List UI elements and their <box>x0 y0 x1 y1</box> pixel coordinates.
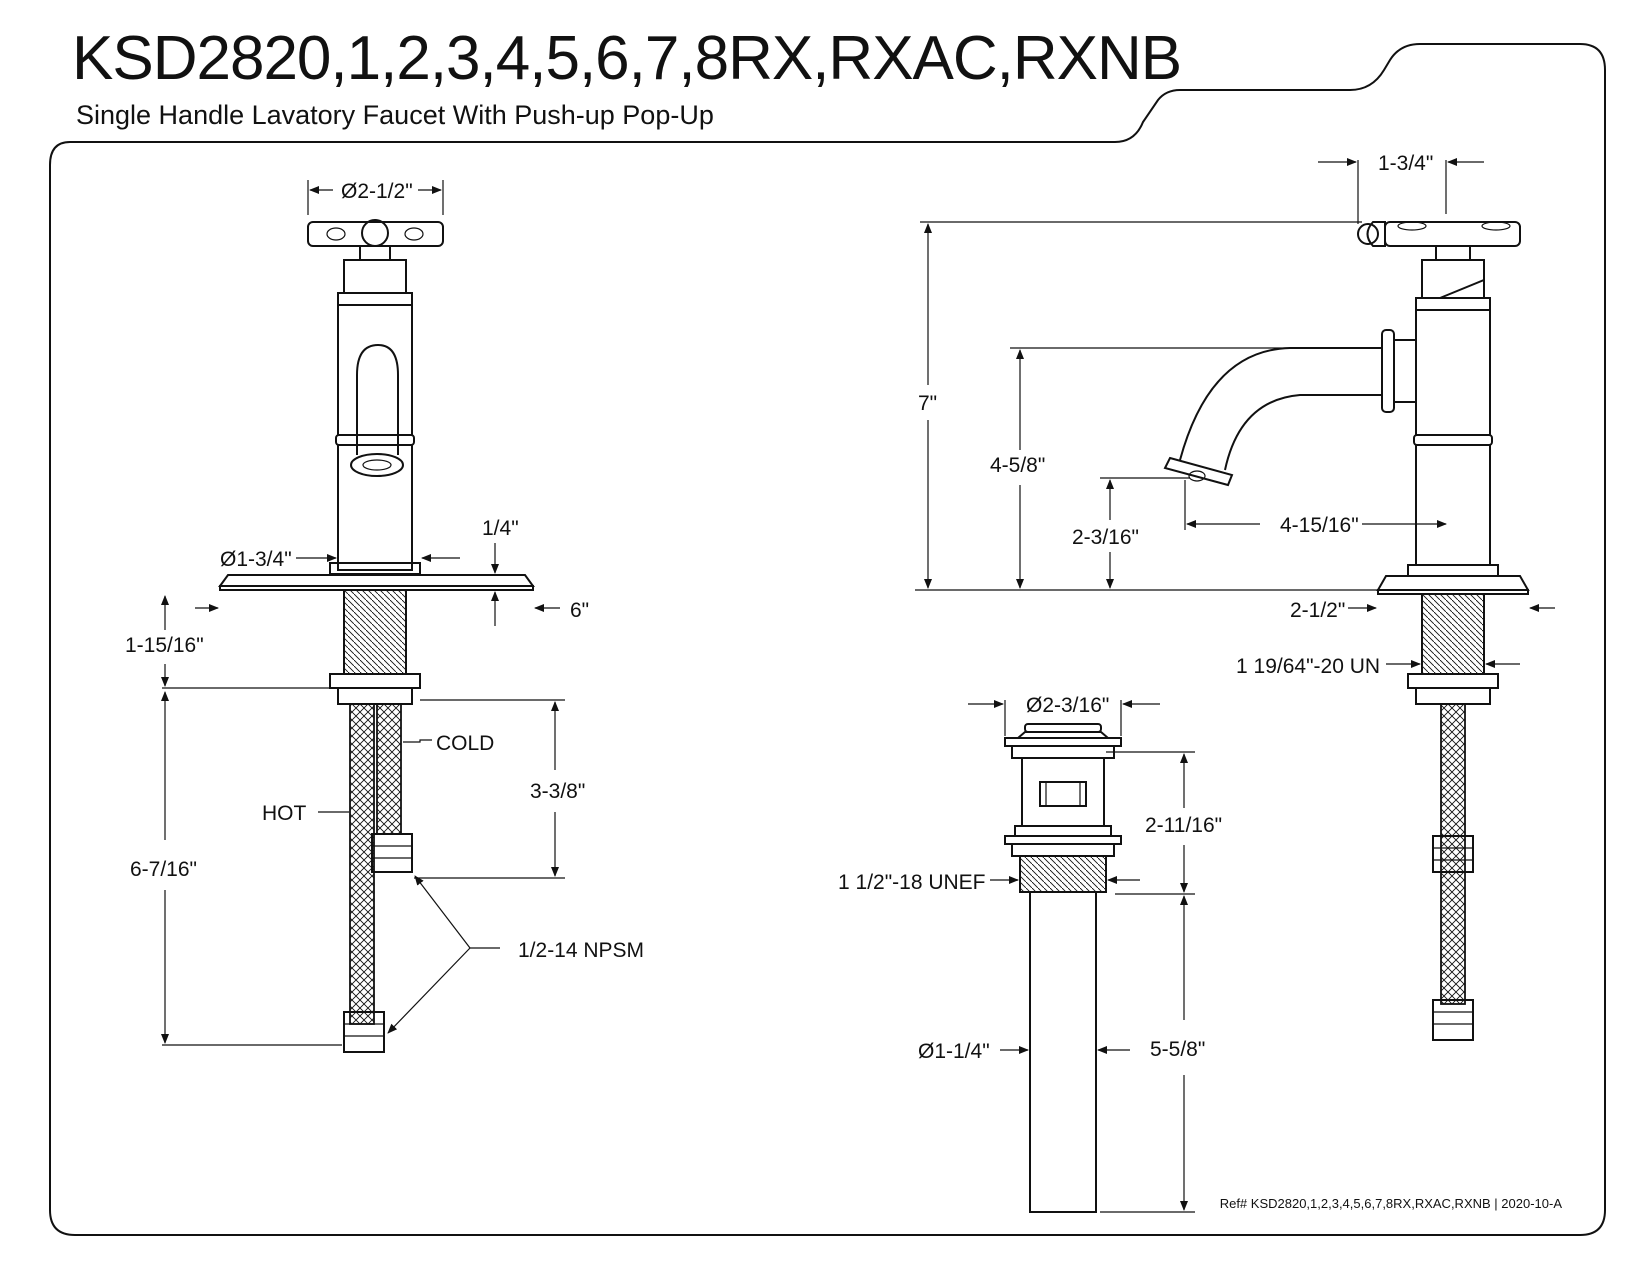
dim-drain-thread: 1 1/2"-18 UNEF <box>838 871 1140 894</box>
side-handle <box>1357 221 1521 261</box>
label-base-diameter: Ø1-3/4" <box>220 548 292 571</box>
label-handle-offset: 1-3/4" <box>1378 152 1433 175</box>
front-shank <box>329 589 421 705</box>
label-tail-diameter: Ø1-1/4" <box>918 1040 990 1063</box>
dim-handle-offset: 1-3/4" <box>1318 152 1484 224</box>
front-handle <box>307 219 444 261</box>
label-handle-diameter: Ø2-1/2" <box>341 180 413 203</box>
page-subtitle: Single Handle Lavatory Faucet With Push-… <box>76 100 714 130</box>
dim-supply-length: 6-7/16" <box>130 691 342 1046</box>
dim-cap-diameter: Ø2-3/16" <box>968 694 1160 736</box>
dim-base-diameter: Ø1-3/4" <box>220 548 460 571</box>
label-hot: HOT <box>262 802 307 825</box>
callout-hot: HOT <box>262 802 349 825</box>
label-body-height: 2-11/16" <box>1145 814 1222 837</box>
dim-plate-thickness: 1/4" <box>482 517 519 626</box>
callout-cold: COLD <box>403 732 494 755</box>
dim-overall-height: 7" <box>918 221 1362 589</box>
dim-spout-height: 4-5/8" <box>990 347 1290 589</box>
label-shank-thread: 1 19/64"-20 UN <box>1236 655 1380 678</box>
label-cold-offset: 3-3/8" <box>530 780 585 803</box>
label-connection: 1/2-14 NPSM <box>518 939 644 962</box>
label-cold: COLD <box>436 732 494 755</box>
dim-cold-offset: 3-3/8" <box>414 699 585 879</box>
dim-tail-diameter: Ø1-1/4" <box>918 1040 1130 1063</box>
reference-note: Ref# KSD2820,1,2,3,4,5,6,7,8RX,RXAC,RXNB… <box>1219 1196 1562 1211</box>
front-supply-hoses <box>343 703 413 1053</box>
label-spout-reach: 4-15/16" <box>1280 514 1359 537</box>
dim-plate-length: 6" <box>195 599 589 622</box>
label-side-base-diameter: 2-1/2" <box>1290 599 1345 622</box>
label-shank-length: 1-15/16" <box>125 634 204 657</box>
sheet-border <box>49 43 1606 1236</box>
label-spout-clearance: 2-3/16" <box>1072 526 1139 549</box>
front-body <box>335 259 415 571</box>
dim-tail-length: 5-5/8" <box>1100 895 1205 1213</box>
side-base <box>1376 564 1530 1041</box>
label-cap-diameter: Ø2-3/16" <box>1026 694 1109 717</box>
drain-assembly <box>1004 723 1122 1213</box>
dim-side-base-diameter: 2-1/2" <box>1290 599 1555 622</box>
label-supply-length: 6-7/16" <box>130 858 197 881</box>
label-spout-height: 4-5/8" <box>990 454 1045 477</box>
dim-spout-clearance: 2-3/16" <box>1072 477 1190 589</box>
label-drain-thread: 1 1/2"-18 UNEF <box>838 871 986 894</box>
front-view: Ø2-1/2" Ø1-3/4" 1/4" 6" <box>125 180 644 1053</box>
label-plate-thickness: 1/4" <box>482 517 519 540</box>
dim-body-height: 2-11/16" <box>1106 751 1222 895</box>
label-plate-length: 6" <box>570 599 589 622</box>
dim-shank-length: 1-15/16" <box>125 595 335 689</box>
dim-spout-reach: 4-15/16" <box>1184 480 1447 537</box>
side-view: 1-3/4" 7" 4-5/8" 2-3/16" <box>915 152 1555 1041</box>
label-overall-height: 7" <box>918 392 937 415</box>
dim-handle-diameter: Ø2-1/2" <box>307 180 444 215</box>
drain-view: Ø2-3/16" 2-11/16" 1 1/2"-18 UNEF Ø1-1/4" <box>838 694 1222 1213</box>
dim-shank-thread: 1 19/64"-20 UN <box>1236 655 1520 678</box>
page-title: KSD2820,1,2,3,4,5,6,7,8RX,RXAC,RXNB <box>72 24 1182 93</box>
label-tail-length: 5-5/8" <box>1150 1038 1205 1061</box>
callout-connection: 1/2-14 NPSM <box>387 875 644 1034</box>
